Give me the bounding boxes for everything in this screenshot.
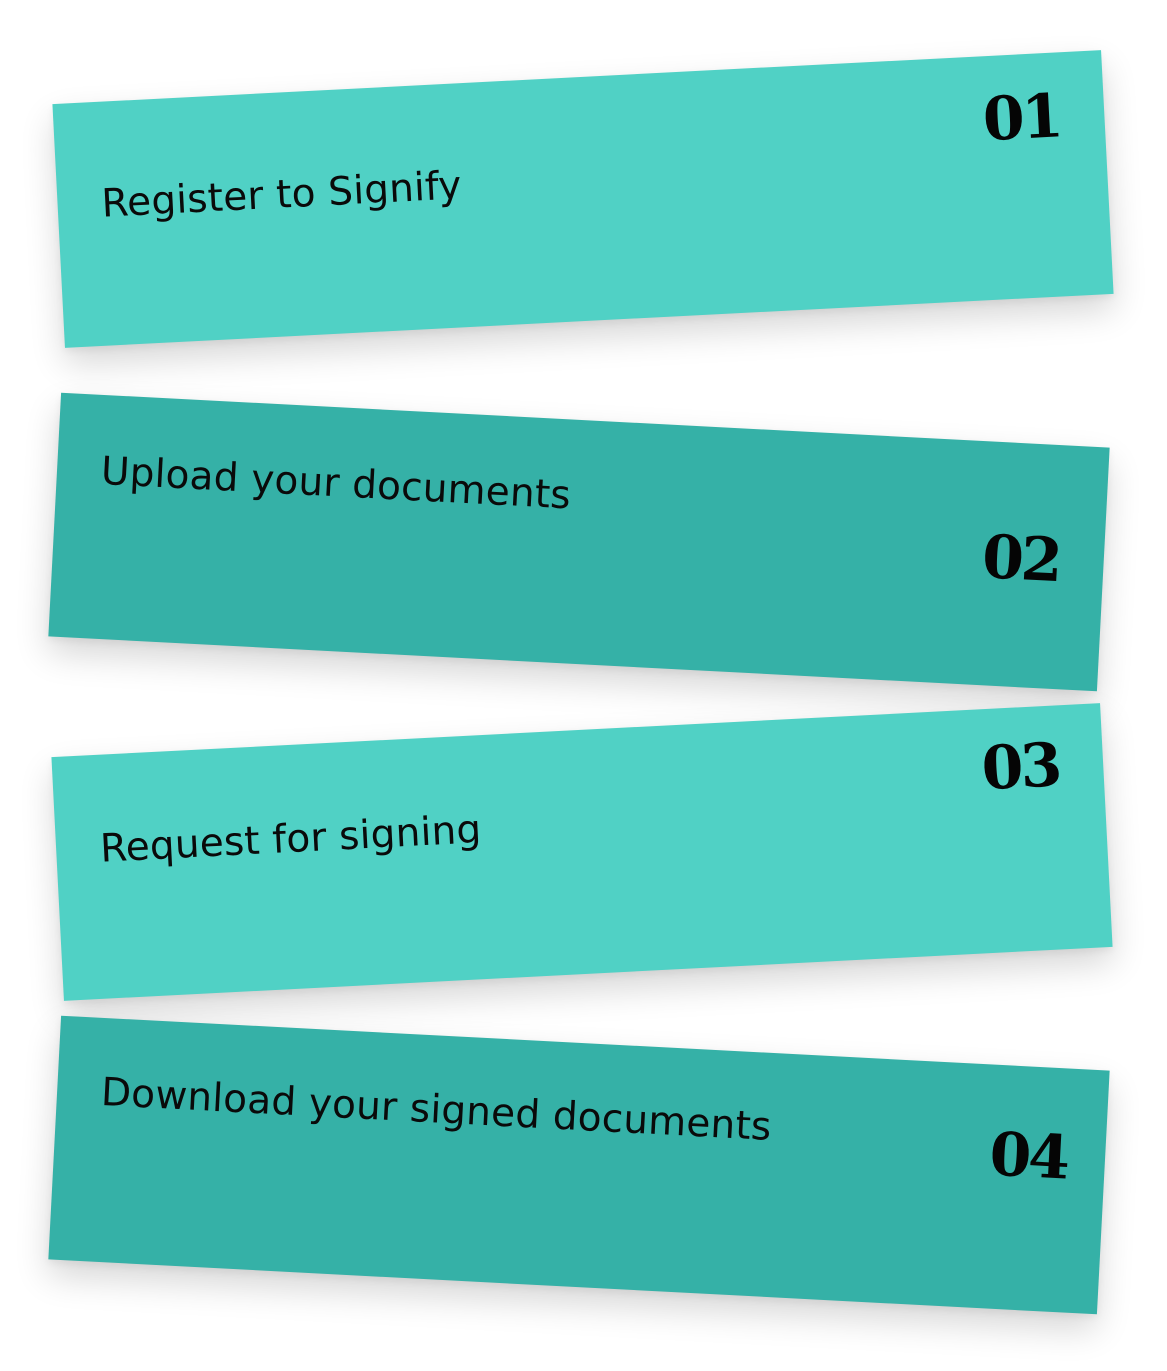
step-number: 01 (981, 81, 1063, 156)
step-number: 03 (979, 730, 1061, 805)
step-card-2: Upload your documents 02 (48, 392, 1110, 692)
step-label: Register to Signify (100, 163, 463, 227)
step-number: 04 (987, 1119, 1069, 1194)
step-label: Request for signing (99, 807, 483, 872)
step-label: Download your signed documents (99, 1069, 773, 1150)
step-card-1: Register to Signify 01 (52, 50, 1114, 348)
step-card-3: Request for signing 03 (51, 703, 1113, 1001)
step-number: 02 (980, 522, 1062, 597)
step-card-4: Download your signed documents 04 (48, 1015, 1110, 1315)
step-label: Upload your documents (99, 448, 573, 519)
